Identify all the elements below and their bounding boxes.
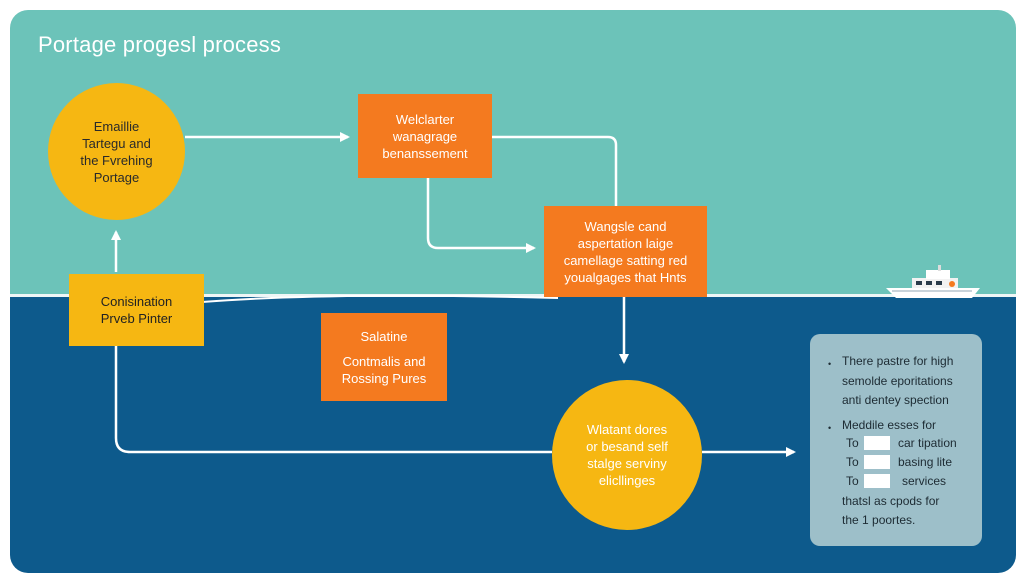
left-box-line: Prveb Pinter: [100, 311, 173, 326]
diagram-canvas: Portage progesl process Emaillie Tartegu…: [10, 10, 1016, 573]
top-box-line: benanssement: [382, 145, 468, 161]
panel-row-prefix: To: [846, 474, 859, 488]
center-process-box: Salatine Contmalis and Rossing Pures: [321, 313, 447, 401]
panel-text: Meddile esses for: [842, 418, 937, 432]
end-node-line: Wlatant dores: [586, 422, 668, 437]
left-box-line: Conisination: [100, 294, 173, 309]
start-node-line: the Fvrehing: [80, 152, 153, 168]
left-process-box: Conisination Prveb Pinter: [69, 274, 204, 346]
panel-row-text: basing lite: [898, 455, 953, 469]
info-panel: • There pastre for high semolde eporitat…: [810, 334, 982, 546]
mid-box-line: camellage satting red: [563, 252, 688, 268]
diagram-title: Portage progesl process: [38, 32, 282, 57]
start-node-line: Portage: [93, 169, 140, 185]
mid-process-box: Wangsle cand aspertation laige camellage…: [544, 206, 707, 297]
start-node-line: Emaillie: [93, 118, 140, 134]
end-node-circle: Wlatant dores or besand self stalge serv…: [552, 380, 702, 530]
panel-text: the 1 poortes.: [842, 513, 916, 527]
connector-waterline-link: [201, 294, 559, 303]
bullet-dot: •: [828, 423, 832, 433]
end-node-line: stalge serviny: [587, 456, 667, 471]
panel-row-prefix: To: [846, 455, 859, 469]
waterline: [10, 294, 1016, 297]
mid-box-line: youalgages that Hnts: [564, 269, 687, 285]
panel-row-prefix: To: [846, 436, 859, 450]
start-node-circle: Emaillie Tartegu and the Fvrehing Portag…: [48, 83, 185, 220]
panel-blank-field: [864, 455, 890, 469]
connector-left-loop: [114, 344, 552, 454]
panel-blank-field: [864, 436, 890, 450]
start-node-line: Tartegu and: [82, 135, 151, 151]
panel-text: semolde eporitations: [842, 374, 953, 388]
end-node-line: elicllinges: [598, 473, 656, 488]
connector-top-right: [492, 135, 618, 206]
boat-icon: [886, 265, 980, 298]
end-node-line: or besand self: [586, 439, 668, 454]
mid-box-line: aspertation laige: [577, 235, 674, 251]
connector-top-to-mid: [426, 178, 536, 253]
panel-text: anti dentey spection: [842, 393, 949, 407]
bullet-dot: •: [828, 359, 832, 369]
center-box-line: Rossing Pures: [341, 370, 427, 386]
panel-text: thatsl as cpods for: [842, 494, 940, 508]
center-box-line: Contmalis and: [342, 353, 426, 369]
panel-row-text: car tipation: [898, 436, 957, 450]
panel-blank-field: [864, 474, 890, 488]
panel-text: There pastre for high: [842, 354, 954, 368]
mid-box-line: Wangsle cand: [584, 218, 667, 234]
connectors: [111, 132, 796, 457]
top-box-line: Welclarter: [395, 111, 455, 127]
top-process-box: Welclarter wanagrage benanssement: [358, 94, 492, 178]
panel-row-text: services: [902, 474, 947, 488]
center-box-line: Salatine: [360, 328, 408, 344]
top-box-line: wanagrage: [392, 128, 458, 144]
